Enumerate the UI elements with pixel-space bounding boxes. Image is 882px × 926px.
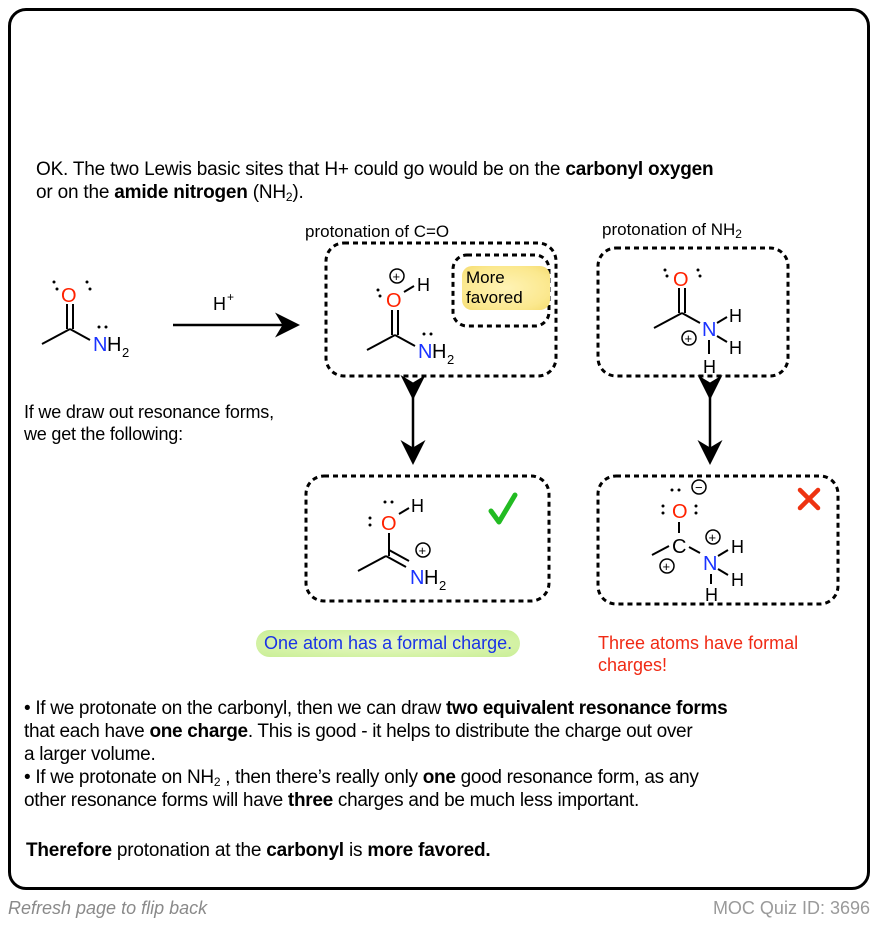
svg-text:O: O	[673, 269, 689, 291]
svg-text:N: N	[418, 341, 432, 363]
svg-text:+: +	[227, 290, 234, 304]
resonance-note: If we draw out resonance forms, we get t…	[24, 402, 274, 444]
flashcard-back[interactable]	[8, 8, 870, 890]
svg-text:H: H	[705, 585, 718, 605]
reagent-label: H	[213, 294, 226, 314]
verdict-bad: Three atoms have formal charges!	[598, 633, 799, 675]
svg-text:N: N	[703, 553, 717, 575]
svg-text:H: H	[107, 334, 121, 356]
svg-text:N: N	[702, 319, 716, 341]
svg-text:H: H	[432, 341, 446, 363]
intro-text: OK. The two Lewis basic sites that H+ co…	[36, 159, 714, 204]
starting-amide: O N H 2	[41, 280, 129, 360]
resonance-nh-box	[596, 474, 840, 606]
svg-text:2: 2	[439, 578, 446, 593]
svg-text:2: 2	[122, 345, 129, 360]
protonated-amine: O N H H H +	[653, 268, 742, 377]
svg-text:O: O	[381, 513, 397, 535]
svg-text:H: H	[731, 537, 744, 557]
panel-co-box	[324, 241, 558, 378]
atom-o: O	[61, 285, 77, 307]
svg-text:H: H	[411, 496, 424, 516]
svg-text:H: H	[424, 567, 438, 589]
svg-text:O: O	[672, 501, 688, 523]
svg-text:N: N	[410, 567, 424, 589]
svg-text:H: H	[729, 338, 742, 358]
svg-text:+: +	[685, 331, 693, 346]
verdict-good: One atom has a formal charge.	[256, 630, 521, 657]
panel-nh-box	[596, 246, 790, 378]
check-icon	[488, 492, 518, 525]
svg-text:C: C	[672, 536, 686, 558]
svg-text:H: H	[729, 306, 742, 326]
svg-text:H: H	[417, 275, 430, 295]
three-charge-resonance-form: O − C + N + H H H	[651, 479, 744, 605]
more-favored-badge: More favored	[462, 266, 550, 310]
svg-text:+: +	[393, 269, 401, 284]
conclusion: Therefore protonation at the carbonyl is…	[26, 840, 491, 861]
svg-text:+: +	[663, 559, 671, 574]
svg-text:+: +	[709, 530, 717, 545]
refresh-link[interactable]: Refresh page to flip back	[8, 898, 208, 918]
explanation: • If we protonate on the carbonyl, then …	[24, 698, 728, 811]
iminium-resonance-form: O H N H 2 +	[357, 496, 446, 593]
svg-text:O: O	[386, 290, 402, 312]
svg-text:+: +	[419, 543, 427, 558]
panel-title-nh: protonation of NH2	[602, 220, 742, 241]
protonated-carbonyl: O H + N H 2	[366, 268, 454, 367]
atom-n: N	[93, 334, 107, 356]
panel-title-co: protonation of C=O	[305, 222, 450, 241]
quiz-id: MOC Quiz ID: 3696	[712, 898, 870, 918]
resonance-co-box	[304, 474, 551, 603]
svg-text:H: H	[731, 570, 744, 590]
svg-text:2: 2	[447, 352, 454, 367]
svg-text:−: −	[695, 480, 703, 495]
cross-icon	[797, 487, 821, 511]
svg-text:H: H	[703, 357, 716, 377]
